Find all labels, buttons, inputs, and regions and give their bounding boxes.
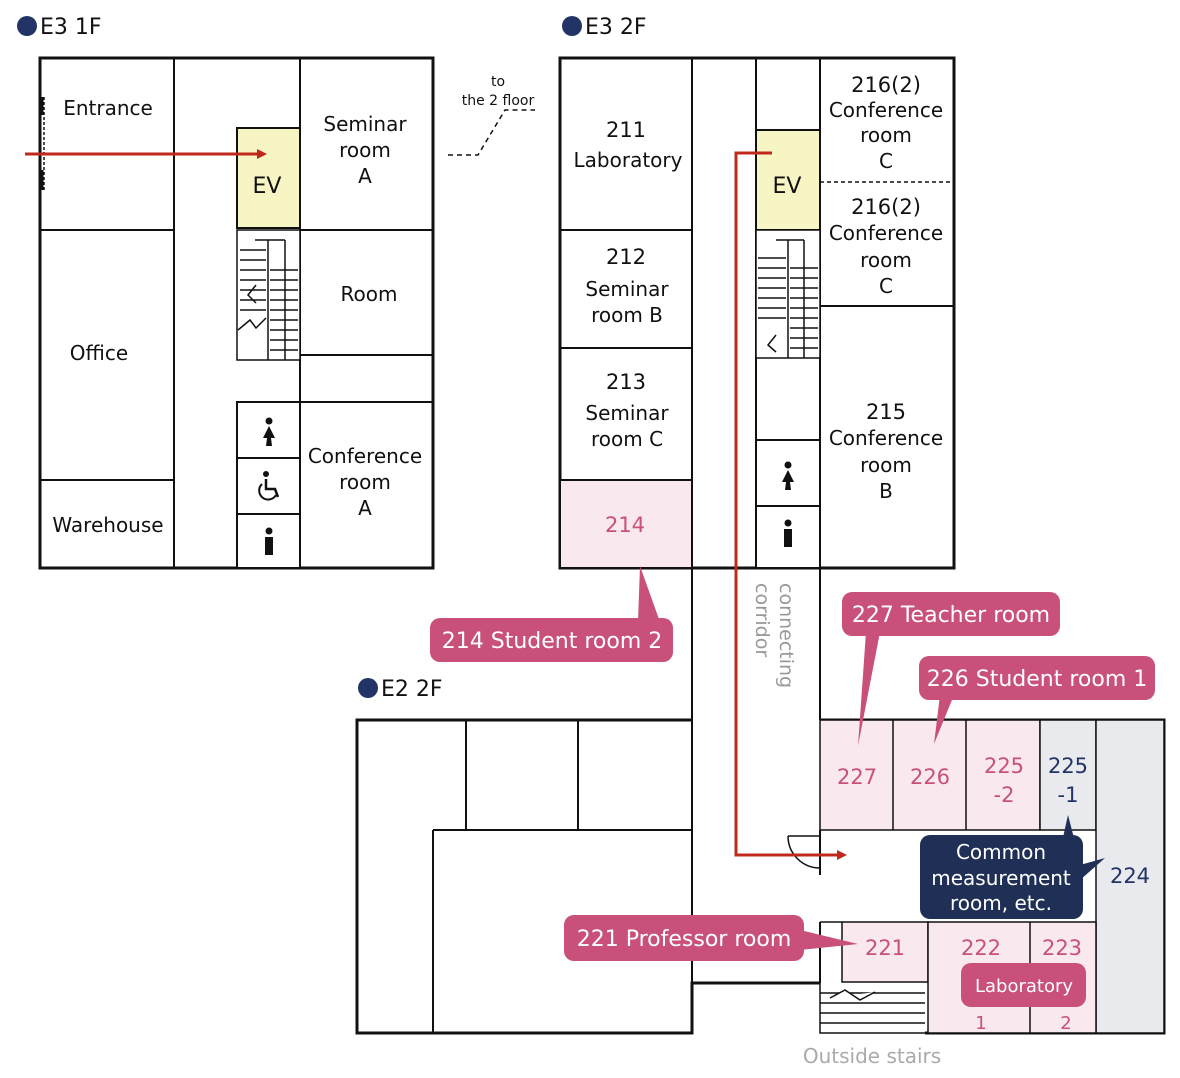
- room-213-number: 213: [606, 370, 646, 394]
- e2-2f-plan: E2 2F: [355, 677, 1166, 1068]
- room-215-line2: Conference: [829, 426, 943, 450]
- callout-professor-room: 221 Professor room: [564, 915, 858, 961]
- room-226-number: 226: [910, 765, 950, 789]
- room-215-line3: room: [860, 453, 912, 477]
- room-213-line2: Seminar: [585, 401, 669, 425]
- lab-2-number: 2: [1060, 1013, 1071, 1034]
- room-225-2-line2: -2: [994, 783, 1015, 807]
- room-216b-line4: C: [879, 274, 893, 298]
- room-222-number: 222: [961, 936, 1001, 960]
- svg-text:measurement: measurement: [931, 866, 1071, 890]
- room-224-number: 224: [1110, 864, 1150, 888]
- room-214: [561, 481, 691, 567]
- accessible-toilet-icon: [258, 471, 280, 501]
- outside-stairs-label: Outside stairs: [803, 1044, 941, 1068]
- callout-common-measurement: Common measurement room, etc.: [920, 815, 1105, 919]
- seminar-a-line1: Seminar: [323, 112, 407, 136]
- rooms-227-225: [819, 719, 1041, 831]
- svg-text:227 Teacher room: 227 Teacher room: [852, 603, 1050, 628]
- room-216b-line3: room: [860, 248, 912, 272]
- connecting-corridor-line1: connecting: [775, 583, 797, 688]
- connecting-corridor-line2: corridor: [751, 583, 773, 657]
- floor-title-e2-2f: E2 2F: [381, 677, 443, 702]
- floor-dot-icon: [562, 16, 582, 36]
- room-221-number: 221: [865, 936, 905, 960]
- svg-text:221 Professor room: 221 Professor room: [577, 927, 792, 952]
- room-216b-number: 216(2): [851, 195, 921, 219]
- floor-dot-icon: [17, 16, 37, 36]
- room-225-1-line2: -1: [1058, 783, 1079, 807]
- svg-text:Common: Common: [956, 840, 1046, 864]
- room-211-number: 211: [606, 118, 646, 142]
- room-212-line3: room B: [591, 303, 663, 327]
- room-225-2-line1: 225: [984, 754, 1024, 778]
- room-216a-line2: Conference: [829, 98, 943, 122]
- conference-a-line2: room: [339, 470, 391, 494]
- entrance-label: Entrance: [63, 96, 153, 120]
- seminar-a-line2: room: [339, 138, 391, 162]
- room-227-number: 227: [837, 765, 877, 789]
- svg-text:the 2 floor: the 2 floor: [462, 93, 535, 109]
- seminar-a-line3: A: [358, 164, 372, 188]
- e3-1f-plan: E3 1F: [17, 15, 435, 570]
- conference-a-line3: A: [358, 496, 372, 520]
- ev-label-2f: EV: [773, 174, 802, 199]
- room-216a-line4: C: [879, 149, 893, 173]
- mens-toilet-icon: [784, 519, 792, 547]
- svg-text:Laboratory: Laboratory: [975, 976, 1073, 997]
- room-221: [841, 921, 929, 983]
- room-223-number: 223: [1042, 936, 1082, 960]
- svg-text:to: to: [491, 74, 505, 90]
- mens-toilet-icon: [265, 527, 273, 555]
- warehouse-label: Warehouse: [52, 513, 163, 537]
- room-211-name: Laboratory: [574, 148, 683, 172]
- stairs-2f-icon: [755, 229, 821, 359]
- svg-text:214 Student room 2: 214 Student room 2: [442, 629, 662, 654]
- ev-label-1f: EV: [253, 174, 282, 199]
- to-2-floor-note: to the 2 floor: [448, 74, 535, 156]
- room-215-number: 215: [866, 400, 906, 424]
- womens-toilet-icon: [782, 461, 794, 490]
- room-216b-line2: Conference: [829, 221, 943, 245]
- floor-title-e3-2f: E3 2F: [585, 15, 647, 40]
- room-212-number: 212: [606, 245, 646, 269]
- callout-student-room-2: 214 Student room 2: [430, 566, 673, 662]
- elevator-1f: [236, 127, 301, 229]
- room-214-number: 214: [605, 513, 645, 537]
- room-213-line3: room C: [591, 427, 663, 451]
- callout-laboratory: Laboratory: [961, 963, 1086, 1007]
- e3-2f-plan: E3 2F: [558, 15, 956, 570]
- door-icon: [787, 835, 821, 869]
- room-215-line4: B: [879, 479, 893, 503]
- conference-a-line1: Conference: [308, 444, 422, 468]
- callout-student-room-1: 226 Student room 1: [919, 656, 1155, 744]
- route-arrow-2f: [734, 151, 847, 860]
- callout-teacher-room: 227 Teacher room: [842, 592, 1060, 746]
- lab-1-number: 1: [975, 1013, 986, 1034]
- floor-title-e3-1f: E3 1F: [40, 15, 102, 40]
- connecting-corridor: connecting corridor: [691, 568, 821, 720]
- outside-stairs-icon: [819, 983, 925, 1034]
- svg-text:room, etc.: room, etc.: [950, 891, 1052, 915]
- stairs-1f-icon: [236, 229, 301, 361]
- womens-toilet-icon: [263, 417, 275, 446]
- room-224: [1095, 719, 1165, 1034]
- room-225-1-line1: 225: [1048, 754, 1088, 778]
- room-216a-number: 216(2): [851, 73, 921, 97]
- room-216a-line3: room: [860, 123, 912, 147]
- svg-text:226 Student room 1: 226 Student room 1: [927, 667, 1147, 692]
- room-212-line2: Seminar: [585, 277, 669, 301]
- office-label: Office: [70, 341, 128, 365]
- room-label-1f: Room: [341, 282, 398, 306]
- floor-dot-icon: [358, 678, 378, 698]
